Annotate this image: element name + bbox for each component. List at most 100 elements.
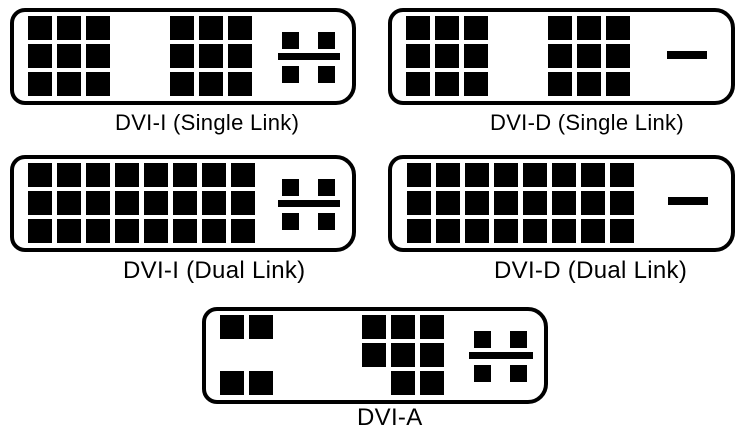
analog-pin-grid-left bbox=[220, 315, 244, 339]
digital-pin-grid bbox=[86, 163, 110, 187]
analog-pin bbox=[318, 179, 335, 196]
digital-pin-grid-right bbox=[170, 44, 194, 68]
digital-pin-grid bbox=[231, 163, 255, 187]
digital-pin-grid bbox=[581, 191, 605, 215]
connector-body bbox=[388, 155, 735, 252]
analog-pin-grid-middle bbox=[391, 371, 415, 395]
digital-pin-grid bbox=[231, 191, 255, 215]
connector-body bbox=[10, 155, 356, 252]
digital-pin-grid-right bbox=[548, 16, 572, 40]
digital-pin-grid-right bbox=[577, 72, 601, 96]
analog-pin-grid-left bbox=[249, 315, 273, 339]
digital-pin-grid bbox=[115, 163, 139, 187]
digital-pin-grid bbox=[523, 163, 547, 187]
digital-pin-grid bbox=[57, 219, 81, 243]
digital-pin-grid-left bbox=[57, 16, 81, 40]
connector-label: DVI-D (Single Link) bbox=[490, 110, 684, 135]
digital-pin-grid bbox=[231, 219, 255, 243]
analog-pin bbox=[474, 331, 491, 348]
connector-body bbox=[202, 307, 548, 404]
analog-pin-grid-left bbox=[220, 371, 244, 395]
digital-pin-grid-right bbox=[548, 44, 572, 68]
digital-pin-grid bbox=[523, 191, 547, 215]
digital-pin-grid-right bbox=[548, 72, 572, 96]
digital-pin-grid-right bbox=[606, 16, 630, 40]
digital-pin-grid bbox=[28, 163, 52, 187]
digital-pin-grid-right bbox=[199, 72, 223, 96]
digital-pin-grid-left bbox=[406, 44, 430, 68]
digital-pin-grid-left bbox=[28, 16, 52, 40]
digital-pin-grid bbox=[610, 191, 634, 215]
digital-pin-grid bbox=[552, 163, 576, 187]
digital-pin-grid bbox=[494, 191, 518, 215]
digital-pin-grid bbox=[436, 219, 460, 243]
analog-pin-grid-left bbox=[249, 371, 273, 395]
digital-pin-grid bbox=[144, 163, 168, 187]
digital-pin-grid-left bbox=[435, 16, 459, 40]
connector-body bbox=[10, 8, 356, 105]
digital-pin-grid bbox=[202, 191, 226, 215]
digital-pin-grid bbox=[465, 191, 489, 215]
digital-pin-grid bbox=[86, 191, 110, 215]
digital-pin-grid bbox=[581, 163, 605, 187]
digital-pin-grid bbox=[57, 163, 81, 187]
digital-pin-grid-left bbox=[86, 16, 110, 40]
analog-ground-blade bbox=[469, 352, 533, 359]
digital-pin-grid bbox=[465, 219, 489, 243]
analog-pin-grid-middle bbox=[420, 315, 444, 339]
digital-pin-grid bbox=[552, 191, 576, 215]
connector-label: DVI-A bbox=[357, 404, 423, 431]
digital-pin-grid bbox=[465, 163, 489, 187]
digital-pin-grid-left bbox=[57, 72, 81, 96]
analog-pin-grid-middle bbox=[420, 343, 444, 367]
digital-pin-grid bbox=[202, 163, 226, 187]
analog-pin bbox=[318, 32, 335, 49]
digital-pin-grid bbox=[610, 163, 634, 187]
digital-pin-grid-left bbox=[435, 44, 459, 68]
analog-pin bbox=[510, 331, 527, 348]
analog-pin bbox=[318, 66, 335, 83]
digital-pin-grid bbox=[144, 191, 168, 215]
digital-pin-grid-left bbox=[28, 44, 52, 68]
digital-pin-grid bbox=[173, 219, 197, 243]
digital-pin-grid-left bbox=[406, 72, 430, 96]
connector-label: DVI-I (Dual Link) bbox=[123, 257, 306, 284]
digital-pin-grid bbox=[173, 163, 197, 187]
digital-pin-grid bbox=[57, 191, 81, 215]
digital-pin-grid bbox=[523, 219, 547, 243]
analog-pin bbox=[282, 32, 299, 49]
digital-pin-grid bbox=[581, 219, 605, 243]
digital-pin-grid-left bbox=[86, 72, 110, 96]
digital-pin-grid bbox=[28, 219, 52, 243]
analog-pin-grid-middle bbox=[362, 343, 386, 367]
digital-pin-grid-right bbox=[577, 44, 601, 68]
digital-pin-grid-right bbox=[606, 72, 630, 96]
digital-pin-grid-right bbox=[228, 44, 252, 68]
digital-pin-grid-right bbox=[199, 16, 223, 40]
analog-pin-grid-middle bbox=[391, 315, 415, 339]
analog-pin-grid-middle bbox=[420, 371, 444, 395]
digital-pin-grid-right bbox=[170, 16, 194, 40]
analog-pin-grid-middle bbox=[391, 343, 415, 367]
analog-ground-blade bbox=[278, 53, 340, 60]
digital-pin-grid-right bbox=[606, 44, 630, 68]
connector-body bbox=[388, 8, 735, 105]
digital-pin-grid bbox=[436, 163, 460, 187]
digital-pin-grid bbox=[28, 191, 52, 215]
digital-pin-grid-right bbox=[228, 72, 252, 96]
digital-pin-grid-right bbox=[199, 44, 223, 68]
digital-pin-grid-left bbox=[86, 44, 110, 68]
digital-pin-grid bbox=[494, 163, 518, 187]
digital-pin-grid-left bbox=[28, 72, 52, 96]
digital-pin-grid bbox=[173, 191, 197, 215]
analog-pin bbox=[282, 66, 299, 83]
connector-label: DVI-I (Single Link) bbox=[115, 110, 300, 135]
digital-pin-grid bbox=[494, 219, 518, 243]
connector-label: DVI-D (Dual Link) bbox=[494, 257, 688, 284]
analog-pin-grid-middle bbox=[362, 315, 386, 339]
